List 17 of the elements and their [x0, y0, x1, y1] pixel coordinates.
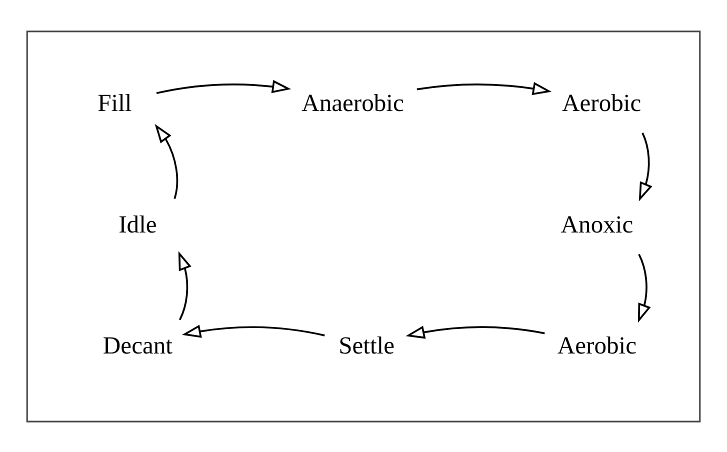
arrow: [178, 250, 192, 320]
arrow: [406, 325, 545, 338]
arrow: [156, 79, 292, 94]
arrow: [154, 123, 178, 198]
node-text: Idle: [118, 210, 157, 238]
node-text: Aerobic: [562, 89, 642, 116]
node-text: Fill: [98, 89, 132, 116]
arrow: [182, 324, 325, 338]
arrow: [638, 253, 651, 322]
arrow: [638, 132, 652, 201]
node-text: Aerobic: [557, 332, 637, 360]
node-text: Anaerobic: [302, 89, 404, 116]
cluster: [26, 30, 701, 422]
arrow: [416, 81, 552, 95]
node-text: Settle: [338, 332, 395, 360]
node-text: Decant: [102, 332, 172, 360]
node-text: Anoxic: [560, 210, 634, 238]
